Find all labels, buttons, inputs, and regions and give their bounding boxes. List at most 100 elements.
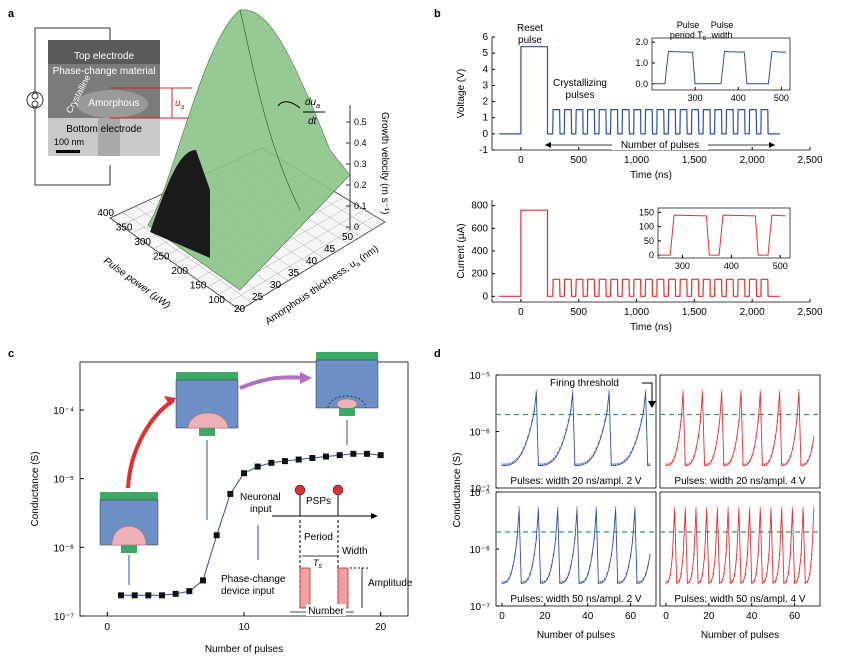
y-tick-label: 0 <box>482 129 488 140</box>
neuron-point: * <box>614 463 617 469</box>
neuron-point: * <box>789 455 792 461</box>
scale-bar-label: 100 nm <box>54 137 84 147</box>
inset-x-tick-label: 500 <box>773 261 788 271</box>
surface-shadow <box>150 150 210 258</box>
neuron-point: * <box>582 463 585 469</box>
psp-spike-2 <box>332 484 344 496</box>
device-amorphous-label: Amorphous <box>88 98 139 109</box>
neuron-point: * <box>582 580 585 586</box>
neuron-point: * <box>695 448 698 454</box>
neuron-point: * <box>770 507 773 513</box>
y-tick-label: 0 <box>482 291 488 302</box>
neuron-point: * <box>772 581 775 587</box>
neuron-point: * <box>552 458 555 464</box>
x-axis-label: Number of pulses <box>205 644 283 655</box>
inset-pulse-width-1: Pulse <box>711 20 734 30</box>
neuron-point: * <box>721 390 724 396</box>
neuron-point: * <box>665 581 668 587</box>
series-label: Pulses: width 50 ns/ampl. 2 V <box>510 594 642 605</box>
neuron-point: * <box>625 573 628 579</box>
neuron-point: * <box>673 507 676 513</box>
x-tick-label: 500 <box>570 155 587 166</box>
neuron-point: * <box>567 573 570 579</box>
neuron-point: * <box>736 436 739 442</box>
reset-label-2: pulse <box>518 35 542 46</box>
neuron-point: * <box>567 420 570 426</box>
neuron-point: * <box>701 390 704 396</box>
neuron-point: * <box>712 455 715 461</box>
neuron-point: * <box>697 581 700 587</box>
neuron-point: * <box>580 581 583 587</box>
neuron-point: * <box>542 581 545 587</box>
crystallizing-label: Crystallizing <box>553 78 607 89</box>
neuron-point: * <box>671 554 674 560</box>
neuron-point: * <box>614 507 617 513</box>
neuron-point: * <box>649 554 652 560</box>
num-pulses-label-bg <box>612 138 708 150</box>
neuron-point: * <box>731 455 734 461</box>
neuron-point: * <box>751 455 754 461</box>
neuron-point: * <box>569 410 572 416</box>
conductance-point <box>213 532 220 539</box>
neuron-point: * <box>629 554 632 560</box>
x-tick-label: 300 <box>134 237 151 248</box>
neuron-point: * <box>723 464 726 470</box>
psp-label: PSPs <box>306 496 331 507</box>
neuron-point: * <box>529 429 532 435</box>
neuron-point: * <box>753 448 756 454</box>
neuron-point: * <box>595 448 598 454</box>
x-tick-label: 0 <box>518 155 524 166</box>
neuron-point: * <box>738 507 741 513</box>
conductance-point <box>377 452 384 459</box>
neuron-point: * <box>721 580 724 586</box>
series-label-bg <box>498 474 654 486</box>
num-pulses-label: Number of pulses <box>621 140 699 151</box>
neuron-point: * <box>531 565 534 571</box>
neuron-point: * <box>802 463 805 469</box>
y-tick-label: 3 <box>482 80 488 91</box>
neuron-point: * <box>593 538 596 544</box>
panel-a: Top electrode Phase-change material Crys… <box>26 9 390 327</box>
neuron-point: * <box>587 460 590 466</box>
x-tick-label: 350 <box>116 223 133 234</box>
neuron-point: * <box>612 538 615 544</box>
device-pcm-label: Phase-change material <box>53 66 156 77</box>
neuron-point: * <box>576 507 579 513</box>
neuron-point: * <box>733 448 736 454</box>
x-axis-label: Number of pulses <box>537 630 615 641</box>
device-top-label: Top electrode <box>74 51 134 62</box>
conductance-point <box>282 458 288 465</box>
neuron-point: * <box>591 455 594 461</box>
inset-x-tick-label: 300 <box>675 261 690 271</box>
neuron-point: * <box>787 460 790 466</box>
neuron-point: * <box>806 460 809 466</box>
circuit-wire <box>34 27 111 186</box>
neuron-point: * <box>798 573 801 579</box>
neuron-point: * <box>778 390 781 396</box>
y-tick-label: 800 <box>471 201 488 212</box>
width-label: Width <box>342 546 368 557</box>
neuron-point: * <box>524 442 527 448</box>
y-tick-label: -1 <box>479 145 488 156</box>
num-pulses-arrowhead-l <box>545 142 551 148</box>
current-source-icon-inner2 <box>31 100 39 108</box>
neuron-point: * <box>595 507 598 513</box>
neuron-point: * <box>632 448 635 454</box>
neuron-point: * <box>806 580 809 586</box>
z-tick-label: 0.3 <box>354 159 367 169</box>
inset-pulse-period-2: period Ts <box>670 30 707 42</box>
neuron-point: * <box>539 581 542 587</box>
conductance-point <box>186 588 193 595</box>
neuron-point: * <box>667 580 670 586</box>
neuron-point: * <box>676 448 679 454</box>
y-tick-label: 10⁻⁵ <box>469 371 490 382</box>
neuron-point: * <box>746 463 749 469</box>
x-tick-label: 400 <box>97 208 114 219</box>
x-tick-label: 1,500 <box>682 155 707 166</box>
x-tick-label: 500 <box>570 307 587 318</box>
inset-x-tick-label: 500 <box>774 93 789 103</box>
neuron-point: * <box>509 573 512 579</box>
neuron-point: * <box>599 581 602 587</box>
